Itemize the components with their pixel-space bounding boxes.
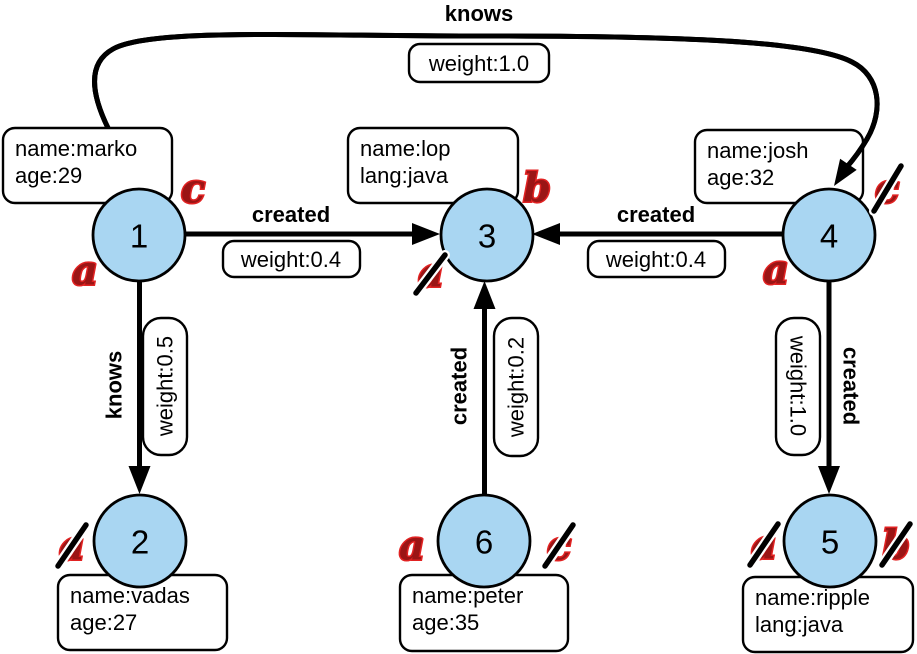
node-3-id: 3 (478, 218, 496, 255)
edge-label-knows-top: knows (445, 1, 513, 26)
slash-icon (747, 521, 781, 568)
property-box-marko: name:marko age:29 (1, 126, 174, 205)
property-box-ripple: name:ripple lang:java (741, 575, 915, 654)
node-6-circle (436, 493, 532, 589)
edge-label-created-4-5: created (839, 347, 864, 425)
property-box-lop: name:lop lang:java (346, 126, 520, 205)
step-marker-c-node-6-crossed: c (540, 520, 578, 571)
weight-badge-rect (586, 239, 727, 279)
node-5-circle (782, 493, 878, 589)
step-marker-b-node-5-crossed: b (877, 519, 915, 570)
node-5-id: 5 (821, 524, 839, 561)
weight-badge-created-4-3: weight:0.4 (586, 239, 727, 279)
edge-created-6-3 (473, 281, 496, 495)
weight-badge-text: weight:0.5 (153, 336, 178, 437)
arrowhead-into-node-2 (128, 466, 151, 494)
weight-badge-text: weight:0.4 (605, 247, 706, 272)
property-box-peter: name:peter age:35 (398, 573, 570, 653)
property-box-rect (1, 126, 174, 205)
weight-badge-created-1-3: weight:0.4 (221, 239, 362, 279)
step-marker-a-node-3-crossed: a (411, 248, 450, 298)
step-marker-a-node-5-crossed: a (745, 519, 783, 570)
weight-badge-rect (221, 239, 362, 279)
weight-badge-text: weight:0.4 (240, 247, 341, 272)
arrowhead-into-node-3-right (532, 223, 560, 245)
weight-badge-rect (492, 316, 540, 458)
weight-badge-rect (141, 316, 189, 457)
property-box-text: name:ripple lang:java (755, 585, 876, 637)
arrowhead-into-node-3-bottom (473, 281, 496, 309)
edge-knows-1-4-curve (94, 35, 877, 139)
weight-badge-rect (774, 316, 822, 457)
step-marker-c-node-1: c (181, 166, 205, 213)
node-2-circle (92, 493, 188, 589)
node-4-id: 4 (820, 218, 838, 255)
arrowhead-into-node-5 (818, 466, 840, 494)
slash-icon (413, 252, 448, 296)
weight-badge-knows-top: weight:1.0 (407, 42, 551, 84)
property-box-text: name:marko age:29 (15, 136, 143, 188)
edge-label-knows-1-2: knows (102, 351, 127, 419)
property-box-text: name:peter age:35 (412, 583, 529, 635)
property-line: age:32 (707, 165, 774, 190)
edge-label-created-6-3: created (447, 347, 472, 425)
node-4: 4 (781, 187, 877, 283)
edge-knows-1-2 (128, 281, 151, 494)
step-marker-a-node-6: a (399, 523, 425, 570)
step-marker-a-node-4: a (763, 247, 789, 294)
node-1-id: 1 (130, 218, 148, 255)
node-6: 6 (436, 493, 532, 589)
property-line: name:ripple (755, 585, 870, 610)
edge-label-created-1-3: created (252, 202, 330, 227)
property-box-rect (693, 128, 865, 205)
property-box-text: name:josh age:32 (707, 138, 815, 190)
property-line: name:josh (707, 138, 809, 163)
node-6-id: 6 (475, 524, 493, 561)
weight-badge-text: weight:1.0 (428, 51, 529, 76)
property-box-text: name:lop lang:java (360, 136, 457, 188)
slash-icon (879, 521, 913, 568)
weight-badge-rect (407, 42, 551, 84)
edge-knows-1-4-arrow-segment (834, 139, 867, 186)
property-line: name:marko (15, 136, 137, 161)
node-1: 1 (91, 187, 187, 283)
weight-badge-text: weight:0.2 (504, 337, 529, 438)
node-5: 5 (782, 493, 878, 589)
edge-label-created-4-3: created (617, 202, 695, 227)
weight-badge-knows-1-2: weight:0.5 (141, 316, 189, 457)
node-2-id: 2 (131, 524, 149, 561)
property-box-josh: name:josh age:32 (693, 128, 865, 205)
node-1-circle (91, 187, 187, 283)
edge-created-4-3 (532, 223, 783, 245)
slash-icon (542, 522, 576, 569)
node-2: 2 (92, 493, 188, 589)
property-line: name:peter (412, 583, 523, 608)
node-3: 3 (439, 187, 535, 283)
weight-badge-created-4-5: weight:1.0 (774, 316, 822, 457)
property-line: name:lop (360, 136, 451, 161)
weight-badge-text: weight:1.0 (786, 335, 811, 436)
step-marker-c-node-4-crossed: c (869, 161, 906, 216)
slash-icon (871, 163, 904, 214)
property-line: age:27 (70, 610, 137, 635)
edge-created-4-5 (818, 281, 840, 494)
step-marker-a-node-1: a (72, 248, 98, 295)
step-marker-a-node-2-crossed: a (53, 520, 91, 571)
step-marker-b-node-3: b (523, 165, 551, 212)
property-line: lang:java (360, 163, 449, 188)
edge-created-1-3 (185, 223, 440, 245)
property-box-rect (346, 126, 520, 205)
arrowhead-into-node-4 (834, 158, 857, 186)
property-line: age:35 (412, 610, 479, 635)
node-4-circle (781, 187, 877, 283)
property-line: age:29 (15, 163, 82, 188)
property-line: lang:java (755, 612, 844, 637)
arrowhead-into-node-3-left (412, 223, 440, 245)
weight-badge-created-6-3: weight:0.2 (492, 316, 540, 458)
node-3-circle (439, 187, 535, 283)
slash-icon (55, 522, 89, 569)
